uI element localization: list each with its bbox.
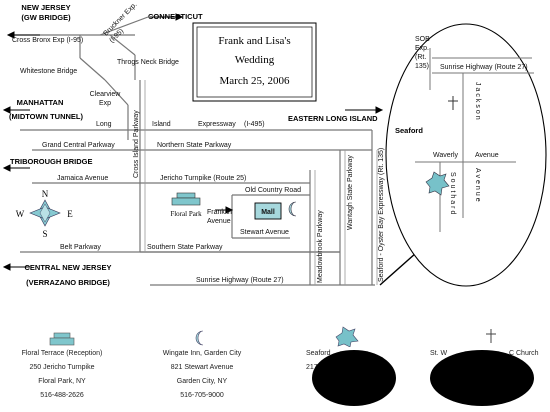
label-lie-long: Long (96, 121, 112, 128)
legend-floral-phone: 516-488-2626 (40, 392, 84, 399)
legend-church-name-end: C Church (509, 350, 539, 357)
label-belt: Belt Parkway (60, 244, 101, 251)
label-jamaica: Jamaica Avenue (57, 175, 108, 182)
arrow-east-ct-icon (175, 13, 184, 21)
star-burst-icon (425, 171, 450, 196)
legend-wingate-phone: 516-705-9000 (180, 392, 224, 399)
inset-southard: Southard (449, 172, 456, 216)
inset-jackson: Jackson (474, 82, 481, 122)
legend-church-name-start: St. W (430, 350, 448, 357)
label-southern-state: Southern State Parkway (147, 244, 223, 251)
label-old-country: Old Country Road (245, 187, 301, 194)
label-meadowbrook: Meadowbrook Parkway (317, 210, 324, 283)
label-jericho: Jericho Turnpike (Route 25) (160, 175, 246, 182)
label-connecticut: CONNECTICUT (148, 12, 203, 21)
compass-w: W (16, 209, 25, 219)
inset-sob-num: 135) (415, 63, 429, 70)
label-midtown-tunnel: (MIDTOWN TUNNEL) (9, 112, 84, 121)
arrow-west-nj-icon (6, 31, 15, 39)
label-throgs-neck: Throgs Neck Bridge (117, 59, 179, 66)
label-seaford-oyster: Seaford - Oyster Bay Expressway (Rt. 135… (378, 148, 385, 282)
arrow-west-central-nj-icon (2, 263, 11, 271)
inset-waverly-avenue: Avenue (475, 152, 499, 159)
legend-floral-city: Floral Park, NY (38, 378, 86, 385)
cross-icon (448, 96, 458, 110)
label-new-jersey: NEW JERSEY (21, 3, 70, 12)
inset-seaford: Seaford (395, 126, 423, 135)
inset-sob-rt: (Rt. (415, 54, 426, 61)
legend-floral-address: 250 Jericho Turnpike (29, 364, 95, 371)
road-network (12, 16, 375, 286)
building-icon (171, 192, 201, 206)
label-manhattan: MANHATTAN (17, 98, 64, 107)
label-mall: Mall (261, 209, 275, 216)
label-cross-island: Cross Island Parkway (133, 110, 140, 178)
inset-jackson-avenue: Avenue (474, 168, 481, 204)
title-box: Frank and Lisa's Wedding March 25, 2006 (192, 22, 317, 102)
legend-wingate-name: Wingate Inn, Garden City (162, 350, 242, 357)
legend-star-burst-icon (282, 325, 359, 347)
title-line-3: March 25, 2006 (220, 75, 290, 87)
legend-wingate-city: Garden City, NY (176, 378, 228, 385)
label-lie-num: (I-495) (244, 121, 265, 128)
inset-sob-exp: Exp. (415, 45, 429, 52)
label-gw-bridge: (GW BRIDGE) (21, 13, 71, 22)
compass-n: N (42, 189, 49, 199)
title-line-2: Wedding (235, 54, 275, 66)
redaction-blob-2 (430, 350, 534, 406)
title-line-1: Frank and Lisa's (218, 35, 290, 47)
compass-s: S (42, 229, 47, 239)
label-franklin-avenue: Avenue (207, 218, 231, 225)
label-wantagh: Wantagh State Parkway (347, 155, 354, 230)
label-northern-state: Northern State Parkway (157, 142, 232, 149)
label-lie-expressway: Expressway (198, 121, 236, 128)
label-triborough: TRIBOROUGH BRIDGE (10, 157, 93, 166)
label-central-nj: CENTRAL NEW JERSEY (25, 263, 112, 272)
legend-wingate: Wingate Inn, Garden City 821 Stewart Ave… (137, 325, 267, 403)
label-floral-park: Floral Park (170, 210, 202, 218)
arrow-franklin-icon (225, 206, 234, 214)
moon-icon (288, 201, 297, 217)
compass-rose: N S W E (16, 189, 74, 239)
road-bruckner (99, 16, 149, 36)
label-lie-island: Island (152, 121, 171, 128)
label-verrazano: (VERRAZANO BRIDGE) (26, 278, 110, 287)
legend-wingate-address: 821 Stewart Avenue (170, 364, 234, 371)
arrow-east-li-icon (375, 106, 384, 114)
inset-sunrise: Sunrise Highway (Route 27) (440, 64, 528, 71)
arrow-west-manhattan-icon (2, 106, 11, 114)
mall-box: Mall (254, 202, 282, 220)
label-grand-central: Grand Central Parkway (42, 142, 115, 149)
label-franklin: Franklin (207, 209, 232, 216)
label-sunrise: Sunrise Highway (Route 27) (196, 277, 284, 284)
label-clearview: Clearview (90, 91, 122, 98)
redaction-blob-1 (312, 350, 396, 406)
legend-seaford-name: Seaford (306, 350, 331, 357)
legend-cross-icon (425, 325, 550, 347)
legend-floral-name: Floral Terrace (Reception) (21, 350, 103, 357)
seaford-inset: SOB Exp. (Rt. 135) Sunrise Highway (Rout… (385, 23, 547, 287)
label-clearview-exp: Exp (99, 100, 111, 107)
legend-floral-terrace: Floral Terrace (Reception) 250 Jericho T… (0, 325, 127, 403)
label-eastern-li: EASTERN LONG ISLAND (288, 114, 378, 123)
legend-moon-icon (137, 325, 267, 347)
inset-waverly: Waverly (433, 152, 459, 159)
inset-sob: SOB (415, 36, 430, 43)
legend-building-icon (0, 325, 127, 347)
label-whitestone: Whitestone Bridge (20, 68, 77, 75)
arrow-west-triborough-icon (2, 164, 11, 172)
label-cross-bronx: Cross Bronx Exp (I-95) (12, 37, 83, 44)
compass-e: E (67, 209, 73, 219)
map-canvas: Frank and Lisa's Wedding March 25, 2006 … (2, 1, 547, 287)
label-stewart: Stewart Avenue (240, 229, 289, 236)
